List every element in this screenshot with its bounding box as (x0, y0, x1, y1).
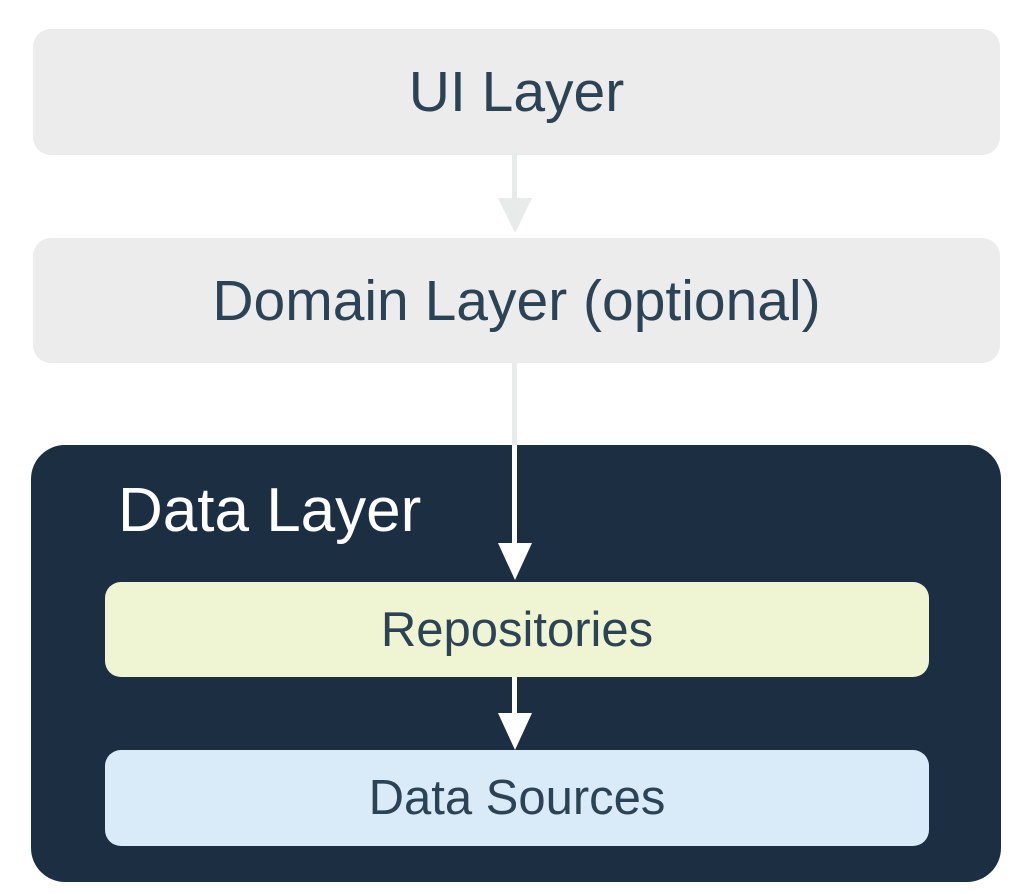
arrow-ui-to-domain-line (512, 153, 517, 199)
node-repositories: Repositories (105, 582, 929, 677)
node-domain-layer: Domain Layer (optional) (33, 238, 1000, 363)
node-ui-layer: UI Layer (33, 29, 1000, 155)
node-repositories-label: Repositories (380, 602, 654, 657)
arrow-repositories-to-data-sources-line (512, 677, 517, 714)
node-ui-layer-label: UI Layer (408, 60, 625, 124)
arrow-down-icon (498, 543, 532, 580)
node-domain-layer-label: Domain Layer (optional) (212, 268, 821, 333)
arrow-down-icon (498, 198, 532, 233)
node-data-layer-label: Data Layer (118, 476, 422, 545)
arrow-domain-to-repositories-line (512, 363, 517, 445)
node-data-sources: Data Sources (105, 750, 929, 846)
arrow-domain-to-repositories-line-inner (512, 445, 517, 544)
node-data-sources-label: Data Sources (368, 771, 666, 825)
arrow-down-icon (498, 713, 532, 750)
